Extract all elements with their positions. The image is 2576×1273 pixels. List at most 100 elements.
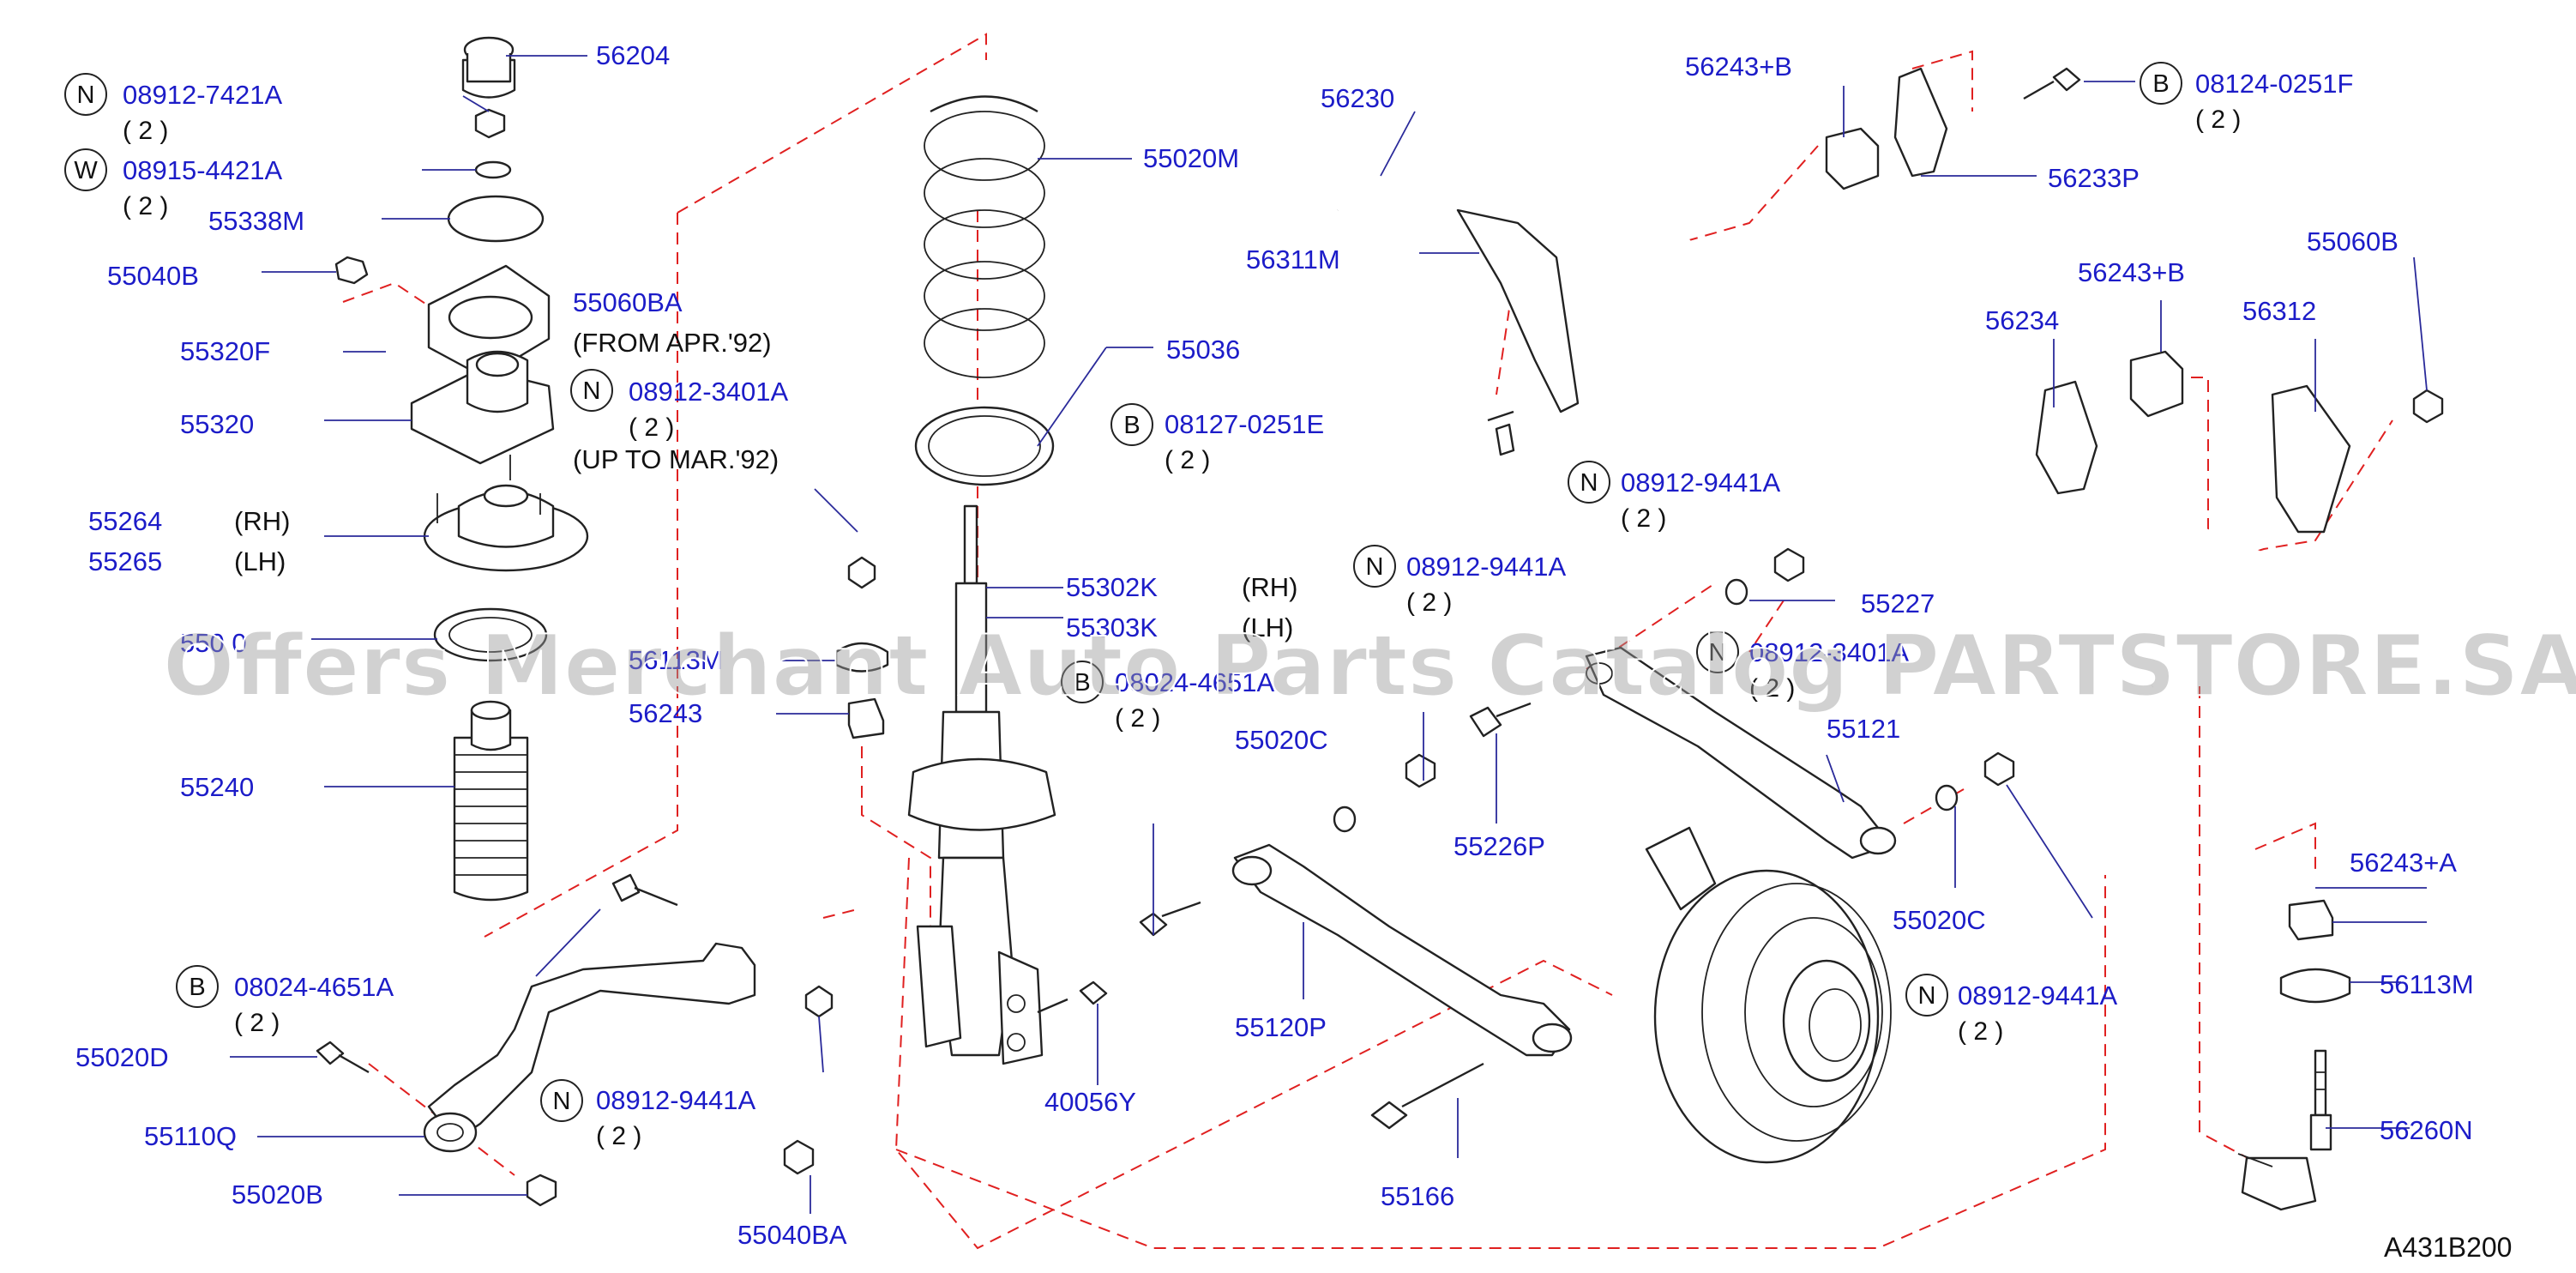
label-56230[interactable]: 56230	[1321, 83, 1394, 113]
label-56113M[interactable]: 56113M	[629, 645, 723, 675]
label-08912-3401A-b[interactable]: 08912-3401A	[1749, 637, 1909, 667]
label-55040BA[interactable]: 55040BA	[737, 1220, 847, 1250]
label-56204[interactable]: 56204	[596, 40, 670, 70]
label-40056Y[interactable]: 40056Y	[1044, 1087, 1136, 1117]
bump-stop-cap-56204[interactable]	[461, 36, 516, 99]
seal-55338M[interactable]	[447, 195, 545, 243]
label-56243[interactable]: 56243	[629, 698, 702, 728]
bushing-56243-A[interactable]	[2288, 899, 2334, 941]
nut-55020B[interactable]	[526, 1173, 557, 1207]
label-56311M[interactable]: 56311M	[1246, 244, 1340, 275]
strut-55302K[interactable]	[907, 504, 1056, 1065]
strut-mount-55320[interactable]	[410, 350, 555, 465]
label-55020B[interactable]: 55020B	[232, 1179, 323, 1210]
label-08912-9441A-b[interactable]: 08912-9441A	[1621, 468, 1780, 498]
stabilizer-link-56260N[interactable]	[2237, 1049, 2332, 1211]
nut-55040BA[interactable]	[783, 1139, 815, 1175]
label-55110Q[interactable]: 55110Q	[144, 1121, 237, 1151]
insulator-plate-55320F[interactable]	[427, 264, 551, 379]
label-55338M[interactable]: 55338M	[208, 206, 304, 236]
bushing-56243[interactable]	[847, 697, 885, 739]
seat-56113M-right[interactable]	[2279, 968, 2351, 1004]
nut-right-arm[interactable]	[804, 985, 834, 1018]
spring-seat-55036[interactable]	[914, 406, 1055, 486]
clamp-56233P[interactable]	[1893, 67, 1948, 178]
label-08912-9441A-c[interactable]: 08912-9441A	[1406, 552, 1566, 582]
label-55036[interactable]: 55036	[1166, 335, 1240, 365]
link-55120P[interactable]	[1233, 843, 1571, 1057]
label-55320F[interactable]: 55320F	[180, 336, 270, 366]
label-08127-0251E[interactable]: 08127-0251E	[1165, 409, 1324, 439]
label-08024-4651A-b[interactable]: 08024-4651A	[1115, 667, 1274, 697]
label-56243-B-1[interactable]: 56243+B	[1685, 51, 1792, 81]
label-55320[interactable]: 55320	[180, 409, 254, 439]
nut-08912-9441A-right[interactable]	[1983, 751, 2015, 787]
label-56260N[interactable]: 56260N	[2380, 1115, 2473, 1145]
label-56113M-b[interactable]: 56113M	[2380, 969, 2474, 999]
label-08912-9441A-a[interactable]: 08912-9441A	[596, 1085, 755, 1115]
label-55040B[interactable]: 55040B	[107, 261, 199, 291]
qty-9: ( 2 )	[1621, 504, 1666, 533]
coil-spring-55020M[interactable]	[924, 95, 1045, 378]
label-55020C-2[interactable]: 55020C	[1893, 905, 1986, 935]
upper-seat-55264[interactable]	[423, 455, 589, 572]
nut-55040B[interactable]	[334, 256, 369, 285]
bolt-40056Y[interactable]	[1037, 980, 1108, 1014]
label-55264[interactable]: 55264	[88, 506, 162, 536]
label-55121[interactable]: 55121	[1827, 714, 1900, 744]
label-56243-A[interactable]: 56243+A	[2350, 848, 2457, 878]
bolt-55226P[interactable]	[1469, 702, 1532, 738]
clamp-56234[interactable]	[2035, 380, 2098, 495]
boot-55240[interactable]	[453, 700, 529, 902]
bracket-56312[interactable]	[2271, 384, 2351, 534]
wheel-hub[interactable]	[1645, 826, 1892, 1164]
label-55227[interactable]: 55227	[1861, 588, 1935, 618]
label-550x0[interactable]: 550 0	[180, 628, 247, 658]
nut-08912-7421A[interactable]	[474, 108, 506, 139]
bolt-55166[interactable]	[1370, 1062, 1484, 1130]
label-08124-0251F[interactable]: 08124-0251F	[2195, 69, 2353, 99]
bolt-08024-4651A-center[interactable]	[1139, 901, 1201, 937]
nut-08912-9441A-top[interactable]	[1773, 547, 1805, 582]
label-56233P[interactable]: 56233P	[2048, 163, 2140, 193]
label-55302K[interactable]: 55302K	[1066, 572, 1158, 602]
label-08915-4421A[interactable]: 08915-4421A	[123, 155, 282, 185]
svg-text:N: N	[1580, 469, 1598, 497]
washer-55020C-right[interactable]	[1935, 784, 1959, 811]
bolt-55020D[interactable]	[316, 1041, 370, 1074]
label-55166[interactable]: 55166	[1381, 1181, 1454, 1211]
control-arm-55110Q[interactable]	[427, 942, 756, 1143]
label-56312[interactable]: 56312	[2242, 296, 2316, 326]
label-55240[interactable]: 55240	[180, 772, 254, 802]
bolt-bracket-56311M[interactable]	[1487, 410, 1515, 456]
nut-55060B[interactable]	[2412, 389, 2444, 424]
label-55020M[interactable]: 55020M	[1143, 143, 1239, 173]
label-55060BA[interactable]: 55060BA	[573, 287, 683, 317]
label-56243-B-2[interactable]: 56243+B	[2078, 257, 2185, 287]
bolt-08124-0251F[interactable]	[2023, 67, 2081, 100]
label-56234[interactable]: 56234	[1985, 305, 2059, 335]
label-55060B[interactable]: 55060B	[2307, 226, 2398, 256]
label-55120P[interactable]: 55120P	[1235, 1012, 1327, 1042]
label-08912-3401A[interactable]: 08912-3401A	[629, 377, 788, 407]
washer-08915-4421A[interactable]	[474, 160, 512, 179]
label-55303K[interactable]: 55303K	[1066, 612, 1158, 643]
nut-08912-3401A[interactable]	[847, 556, 876, 589]
bushing-56243-B-right[interactable]	[2129, 350, 2184, 418]
seat-56113M[interactable]	[834, 642, 889, 673]
label-55226P[interactable]: 55226P	[1454, 831, 1545, 861]
badge-b-4: B	[2140, 62, 2182, 105]
label-55020D[interactable]: 55020D	[75, 1042, 169, 1072]
label-55020C-1[interactable]: 55020C	[1235, 725, 1328, 755]
nut-55020C-left[interactable]	[1405, 753, 1436, 788]
bushing-56243-B-top[interactable]	[1825, 127, 1880, 190]
seal-550x0[interactable]	[433, 607, 548, 662]
bracket-56311M[interactable]	[1456, 208, 1580, 413]
label-08024-4651A[interactable]: 08024-4651A	[234, 972, 394, 1002]
washer-55020C-left[interactable]	[1333, 805, 1357, 833]
washer-55227[interactable]	[1724, 578, 1748, 606]
label-55265[interactable]: 55265	[88, 546, 162, 576]
label-08912-7421A[interactable]: 08912-7421A	[123, 80, 282, 110]
bolt-08024-4651A[interactable]	[611, 873, 678, 907]
label-08912-9441A-d[interactable]: 08912-9441A	[1958, 980, 2117, 1011]
